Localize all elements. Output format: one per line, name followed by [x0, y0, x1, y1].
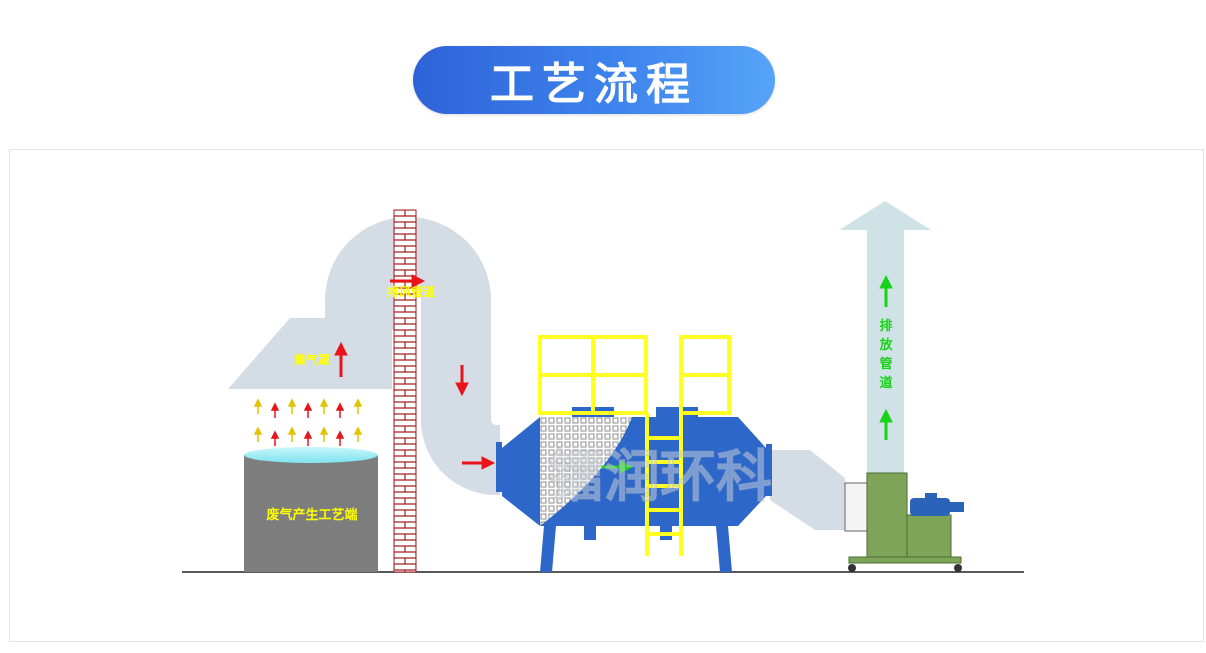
tower-flow-arrow [602, 460, 634, 474]
skid-foot-left [848, 564, 856, 572]
yellow-up-arrows [253, 398, 363, 442]
exhaust-stack: 排 放 管 道 [839, 201, 931, 473]
section-title-pill: 工艺流程 [413, 46, 775, 114]
gas-collecting-hood: 集气罩 [228, 318, 392, 389]
red-up-arrows [270, 402, 345, 446]
rising-gas-arrows [253, 398, 363, 446]
outlet-duct [770, 450, 845, 530]
exhaust-fan [844, 472, 964, 572]
watermark: 镭润环科 [548, 445, 772, 510]
outlet-flange [766, 444, 772, 496]
honeycomb-media [540, 417, 632, 526]
exhaust-arrow-upper [879, 274, 893, 307]
label-source: 废气产生工艺端 [266, 507, 357, 523]
motor [910, 498, 950, 516]
label-hood: 集气罩 [293, 352, 330, 367]
access-ladder [645, 413, 683, 556]
exhaust-arrow-shape [839, 201, 931, 473]
motor-terminal [925, 493, 937, 499]
skid-foot-right [954, 564, 962, 572]
brick-chimney [393, 209, 417, 573]
exhaust-duct [325, 217, 531, 495]
exhaust-arrow-lower [879, 408, 893, 440]
leg-2 [716, 526, 732, 572]
fan-skid [848, 556, 962, 564]
section-title: 工艺流程 [490, 59, 698, 110]
motor-base [906, 514, 952, 558]
label-exhaust-2: 放 [878, 337, 893, 353]
duct-flow-arrow-inlet [462, 456, 496, 470]
label-exhaust-1: 排 [879, 318, 892, 334]
inlet-flange [496, 442, 502, 492]
hood-shape [228, 318, 392, 389]
fan-housing [866, 472, 908, 558]
label-pipe: 排风管道 [387, 284, 435, 299]
drain-left [584, 526, 596, 540]
tank-liquid-surface [244, 447, 378, 463]
leg-1 [540, 526, 556, 572]
top-vent-right [656, 407, 698, 417]
hood-up-arrow [334, 341, 348, 377]
label-exhaust-4: 道 [879, 375, 892, 391]
label-exhaust-3: 管 [879, 356, 892, 372]
tank-body [244, 455, 378, 572]
duct-flow-arrow-right [390, 274, 426, 288]
platform-railing [538, 335, 731, 415]
diagram-frame [9, 149, 1204, 642]
duct-flow-arrow-down [455, 365, 469, 397]
motor-end [950, 502, 964, 512]
fan-inlet [844, 482, 868, 532]
waste-gas-source-tank: 废气产生工艺端 [244, 447, 378, 572]
